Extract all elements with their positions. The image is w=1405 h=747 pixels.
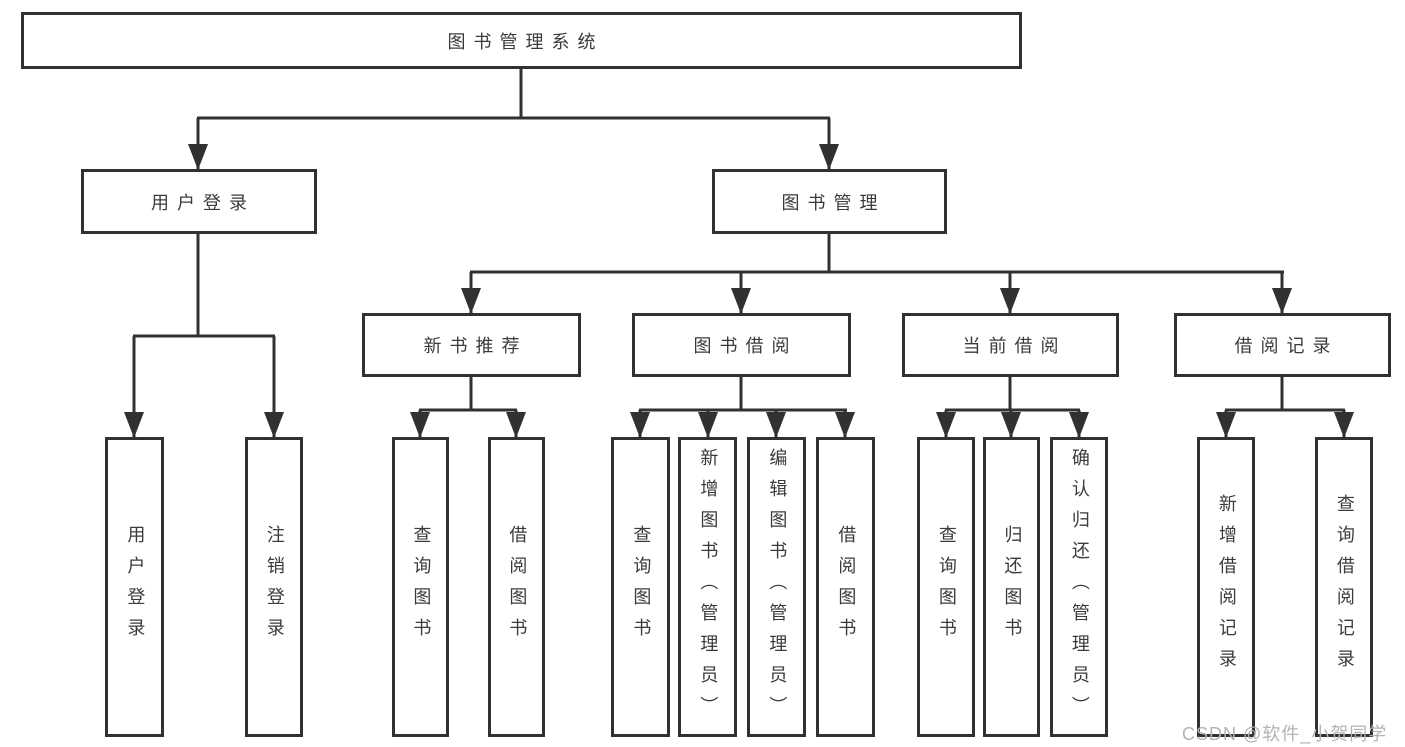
node-current-borrowing: 当前借阅 — [902, 313, 1119, 377]
leaf-records-add-record: 新增借阅记录 — [1197, 437, 1255, 737]
node-borrowing-records: 借阅记录 — [1174, 313, 1391, 377]
leaf-borrowing-borrow-books: 借阅图书 — [816, 437, 875, 737]
leaf-borrowing-edit-books-admin: 编辑图书（管理员） — [747, 437, 806, 737]
node-book-management: 图书管理 — [712, 169, 947, 234]
leaf-current-query-books: 查询图书 — [917, 437, 975, 737]
leaf-newbook-borrow-books: 借阅图书 — [488, 437, 545, 737]
leaf-records-query-record: 查询借阅记录 — [1315, 437, 1373, 737]
node-book-borrowing: 图书借阅 — [632, 313, 851, 377]
leaf-borrowing-query-books: 查询图书 — [611, 437, 670, 737]
node-new-book-recommend: 新书推荐 — [362, 313, 581, 377]
leaf-newbook-query-books: 查询图书 — [392, 437, 449, 737]
leaf-logout-login: 注销登录 — [245, 437, 303, 737]
leaf-current-confirm-return-admin: 确认归还（管理员） — [1050, 437, 1108, 737]
leaf-current-return-books: 归还图书 — [983, 437, 1040, 737]
node-user-login: 用户登录 — [81, 169, 317, 234]
node-library-system: 图书管理系统 — [21, 12, 1022, 69]
leaf-user-login: 用户登录 — [105, 437, 164, 737]
watermark-text: CSDN @软件_小贺同学 — [1182, 724, 1388, 744]
leaf-borrowing-add-books-admin: 新增图书（管理员） — [678, 437, 737, 737]
